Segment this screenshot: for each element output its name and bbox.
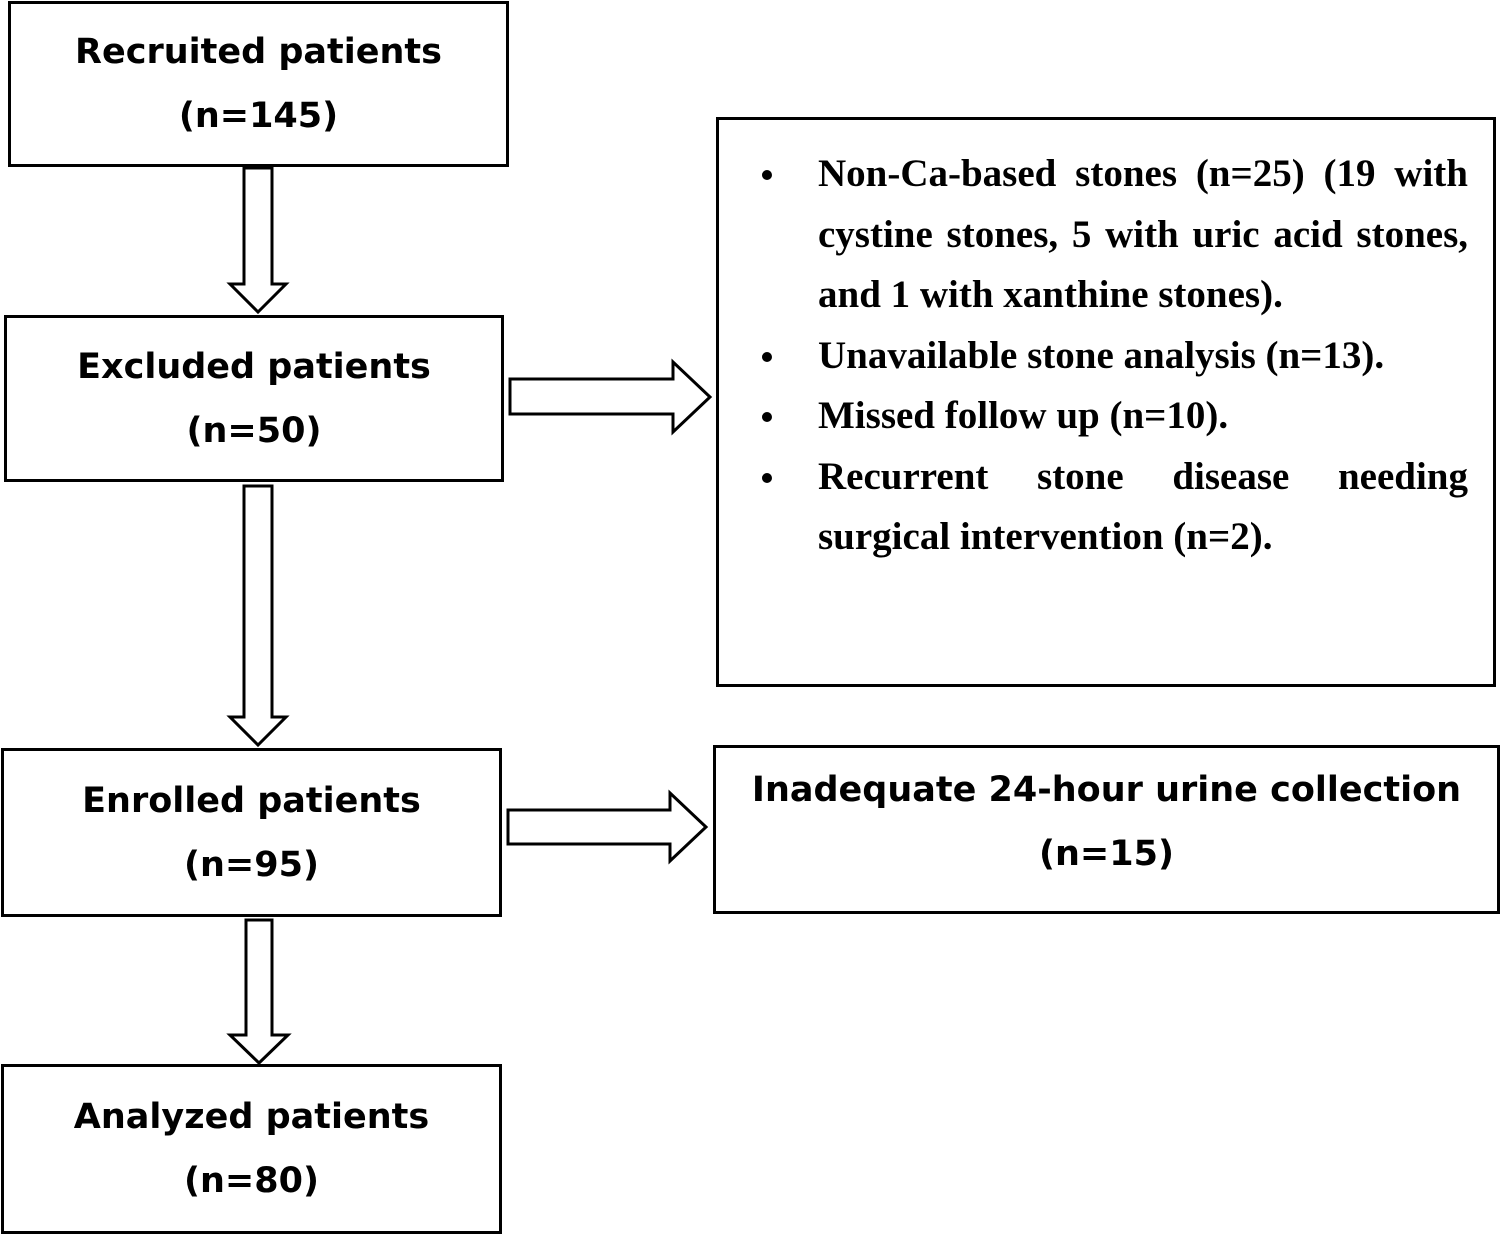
excluded-title: Excluded patients [77,346,431,387]
arrow-excluded-to-reasons [508,358,713,436]
arrow-excluded-to-enrolled [226,484,290,748]
recruited-count: (n=145) [178,96,339,136]
enrolled-patients-box: Enrolled patients (n=95) [1,748,502,917]
recruited-patients-box: Recruited patients (n=145) [8,1,509,167]
enrolled-title: Enrolled patients [82,780,421,821]
analyzed-patients-box: Analyzed patients (n=80) [1,1064,502,1234]
excluded-patients-box: Excluded patients (n=50) [4,315,504,482]
arrow-recruited-to-excluded [226,166,290,315]
arrow-enrolled-to-inadequate [506,789,709,865]
analyzed-title: Analyzed patients [73,1097,430,1137]
enrolled-count: (n=95) [184,844,319,885]
exclusion-reason-item: Missed follow up (n=10). [754,386,1468,447]
arrow-enrolled-to-analyzed [226,918,292,1066]
exclusion-reasons-list: Non-Ca-based stones (n=25) (19 with cyst… [754,144,1468,568]
analyzed-count: (n=80) [184,1161,319,1201]
exclusion-reason-item: Unavailable stone analysis (n=13). [754,326,1468,387]
exclusion-reason-item: Non-Ca-based stones (n=25) (19 with cyst… [754,144,1468,326]
inadequate-urine-box: Inadequate 24-hour urine collection (n=1… [713,745,1500,914]
exclusion-reasons-box: Non-Ca-based stones (n=25) (19 with cyst… [716,117,1496,687]
inadequate-title: Inadequate 24-hour urine collection [751,770,1462,810]
recruited-title: Recruited patients [75,32,442,72]
inadequate-count: (n=15) [1039,834,1174,874]
exclusion-reason-item: Recurrent stone disease needing surgical… [754,447,1468,568]
excluded-count: (n=50) [186,410,322,451]
